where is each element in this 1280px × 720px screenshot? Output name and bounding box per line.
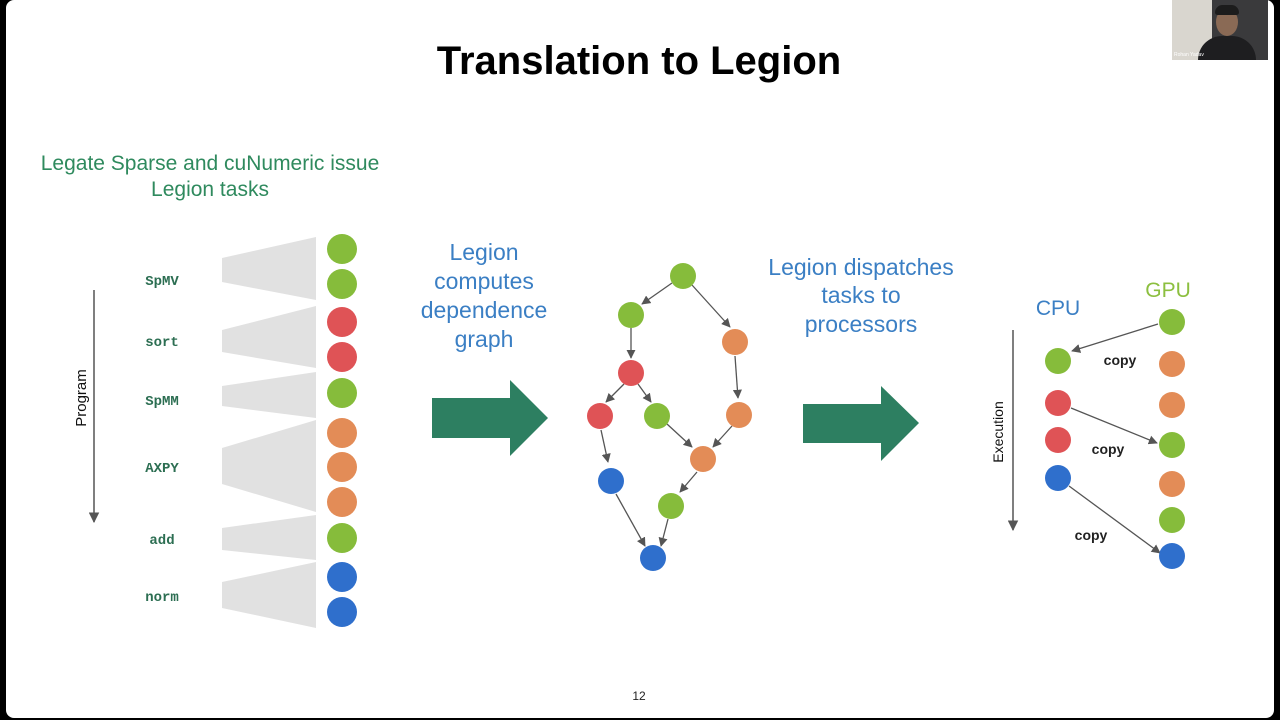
right-line-1: Legion dispatches [768,254,953,280]
middle-line-4: graph [455,326,514,352]
task-label-axpy: AXPY [145,461,179,477]
gpu-node-2 [1159,351,1185,377]
gpu-node-5 [1159,471,1185,497]
gpu-node-6 [1159,507,1185,533]
copy-arrows [1068,323,1161,554]
page-number: 12 [632,689,646,703]
slide-canvas: Translation to Legion Legate Sparse and … [41,39,1191,703]
task-nodes-column [327,234,357,627]
task-label-norm: norm [145,590,179,606]
task-node-3 [327,307,357,337]
funnel-sort [222,306,316,368]
flow-arrow-1 [432,380,548,456]
copy-label-2: copy [1092,441,1125,457]
gpu-node-7 [1159,543,1185,569]
task-node-2 [327,269,357,299]
presenter-body [1198,36,1256,60]
program-axis-label: Program [73,369,90,427]
gpu-node-4 [1159,432,1185,458]
task-label-spmv: SpMV [145,274,179,290]
right-line-3: processors [805,311,917,337]
funnel-add [222,515,316,560]
middle-line-2: computes [434,268,534,294]
slide-title: Translation to Legion [437,39,841,83]
cpu-node-2 [1045,390,1071,416]
task-label-spmm: SpMM [145,394,179,410]
presenter-name: Rohan Yadav [1174,52,1204,58]
task-node-11 [327,597,357,627]
intro-line-1: Legate Sparse and cuNumeric issue [41,152,380,175]
graph-node-4 [618,360,644,386]
funnel-spmm [222,372,316,418]
cpu-nodes-column [1045,348,1071,491]
funnel-norm [222,562,316,628]
gpu-node-1 [1159,309,1185,335]
execution-axis-label: Execution [990,401,1006,462]
task-label-sort: sort [145,335,179,351]
task-funnels [222,237,316,628]
copy-label-1: copy [1104,352,1137,368]
presenter-head [1216,8,1238,36]
task-node-9 [327,523,357,553]
gpu-label: GPU [1145,279,1191,302]
task-node-10 [327,562,357,592]
intro-line-2: Legion tasks [151,178,269,201]
graph-node-3 [722,329,748,355]
task-node-5 [327,378,357,408]
graph-node-8 [690,446,716,472]
task-node-1 [327,234,357,264]
middle-line-1: Legion [449,239,518,265]
graph-node-9 [598,468,624,494]
webcam-thumbnail: Rohan Yadav [1172,0,1268,60]
funnel-axpy [222,420,316,512]
task-node-6 [327,418,357,448]
graph-edges [600,282,742,547]
right-line-2: tasks to [821,282,900,308]
task-node-4 [327,342,357,372]
flow-arrow-2 [803,386,919,461]
task-node-7 [327,452,357,482]
graph-node-1 [670,263,696,289]
graph-node-2 [618,302,644,328]
cpu-node-3 [1045,427,1071,453]
gpu-node-3 [1159,392,1185,418]
task-label-add: add [149,533,174,549]
cpu-label: CPU [1036,297,1080,320]
graph-node-7 [726,402,752,428]
slide: Translation to Legion Legate Sparse and … [6,0,1274,718]
copy-label-3: copy [1075,527,1108,543]
gpu-nodes-column [1159,309,1185,569]
graph-node-5 [587,403,613,429]
funnel-spmv [222,237,316,300]
task-node-8 [327,487,357,517]
graph-node-6 [644,403,670,429]
presenter-hair [1215,5,1239,15]
graph-node-10 [658,493,684,519]
cpu-node-1 [1045,348,1071,374]
graph-node-11 [640,545,666,571]
dependence-graph-nodes [587,263,752,571]
middle-line-3: dependence [421,297,548,323]
cpu-node-4 [1045,465,1071,491]
